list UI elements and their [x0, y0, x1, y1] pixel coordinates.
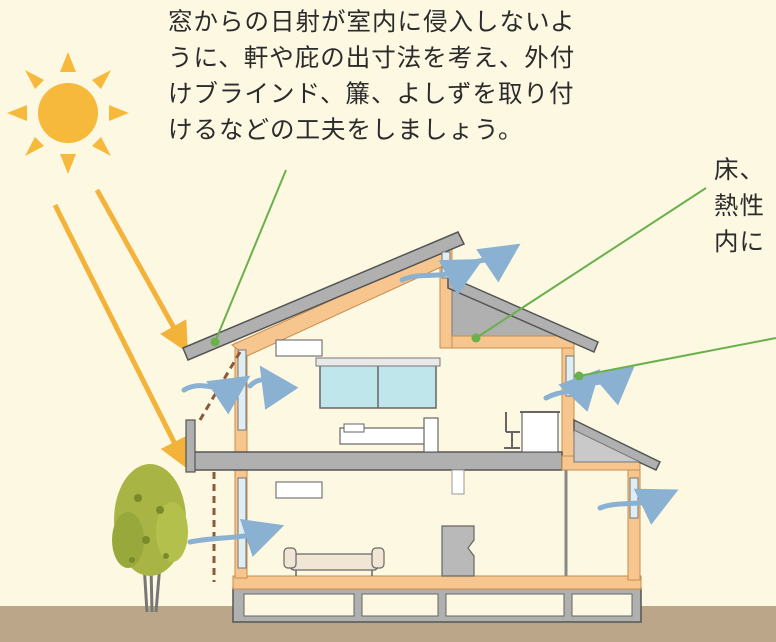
insulation-callout-line: [475, 187, 707, 339]
kitchen-counter: [441, 525, 475, 577]
insulation-callout-line-2: 熱性: [714, 191, 765, 220]
tree-icon: [112, 464, 188, 613]
lower-attic: [573, 429, 641, 463]
insulation-callout-dot: [471, 333, 481, 343]
shading-callout-line-2: うに、軒や庇の出寸法を考え、外付: [168, 43, 576, 72]
foundation: [232, 587, 642, 623]
shading-callout-dot: [210, 337, 220, 347]
shading-callout-line: [214, 169, 287, 343]
sun-icon: [7, 52, 129, 174]
airflow-arrows: [181, 243, 679, 557]
shading-callout-text: 窓からの日射が室内に侵入しないよ うに、軒や庇の出寸法を考え、外付 けブラインド…: [168, 4, 576, 148]
shading-callout-line-3: けブラインド、簾、よしずを取り付: [168, 79, 575, 108]
lower-roof: [573, 418, 662, 471]
window-callout-dot: [574, 371, 584, 381]
insulation-callout-line-3: 内に: [714, 227, 765, 256]
chair-icon: [504, 412, 520, 449]
sun-ray: [94, 188, 188, 353]
bed-icon: [339, 417, 439, 453]
air-conditioner-icon: [275, 339, 323, 357]
interior-door: [451, 469, 465, 495]
floor-insulation: [232, 575, 642, 590]
shading-callout-line-1: 窓からの日射が室内に侵入しないよ: [168, 7, 576, 36]
insulation-callout-line-1: 床、: [714, 155, 765, 184]
desk-icon: [520, 411, 560, 453]
ceiling-insulation: [451, 335, 575, 349]
sun-ray: [52, 203, 188, 469]
shading-callout-line-4: けるなどの工夫をしましょう。: [168, 115, 524, 144]
insulation-callout-text: 床、 熱性 内に: [714, 152, 765, 260]
second-floor-slab: [191, 451, 563, 471]
sofa-icon: [283, 547, 385, 576]
main-roof: [182, 231, 466, 361]
balcony-rail: [185, 419, 196, 473]
air-conditioner-icon: [275, 481, 323, 499]
window-callout-line: [578, 337, 776, 377]
